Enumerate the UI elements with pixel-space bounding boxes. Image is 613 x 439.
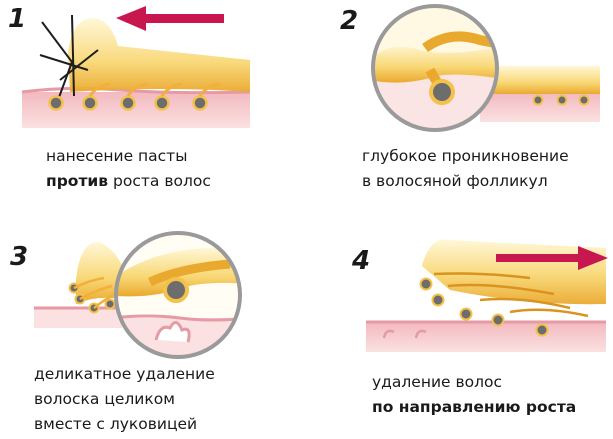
caption-line: вместе с луковицей — [34, 415, 198, 433]
step-2-illustration — [371, 4, 600, 132]
step-3-caption: деликатное удаление волоска целиком вмес… — [34, 362, 215, 437]
arrow-left-icon — [116, 6, 224, 31]
lens-ring — [371, 4, 499, 132]
step-4-illustration — [366, 239, 608, 352]
step-4-number: 4 — [352, 246, 371, 276]
step-1-number: 1 — [8, 4, 27, 34]
arrow-right-icon — [496, 246, 608, 270]
paste-layer — [480, 66, 600, 94]
hair — [39, 54, 89, 71]
follicles — [419, 277, 549, 337]
paste-layer — [76, 241, 124, 304]
follicles — [48, 95, 208, 111]
lens-ring — [114, 231, 242, 359]
hair — [71, 14, 75, 97]
skin-layer — [34, 308, 122, 328]
hair-roots — [88, 82, 221, 97]
caption-line: в волосяной фолликул — [362, 172, 548, 190]
paste-layer — [68, 18, 250, 92]
follicles — [532, 94, 590, 106]
step-3-number: 3 — [10, 242, 29, 272]
step-4-caption: удаление волос по направлению роста — [372, 370, 576, 420]
caption-line: удаление волос — [372, 373, 503, 391]
step-2-caption: глубокое проникновение в волосяной фолли… — [362, 144, 569, 194]
caption-line: нанесение пасты — [46, 147, 188, 165]
empty-follicles — [382, 329, 427, 339]
step-1-illustration — [21, 6, 251, 128]
magnifier-lens — [373, 6, 497, 130]
caption-line: против роста волос — [46, 172, 211, 190]
skin-surface — [21, 86, 251, 95]
hair-roots — [433, 272, 589, 318]
magnifier-lens — [116, 233, 240, 357]
caption-line: деликатное удаление — [34, 365, 215, 383]
step-3-illustration — [34, 231, 242, 359]
caption-line: по направлению роста — [372, 398, 577, 416]
skin-layer — [366, 322, 606, 352]
caption-line: волоска целиком — [34, 390, 175, 408]
step-1-caption: нанесение пасты против роста волос — [46, 144, 211, 194]
caption-line: глубокое проникновение — [362, 147, 569, 165]
hair — [41, 21, 74, 101]
hair — [59, 49, 99, 81]
step-2-number: 2 — [340, 6, 359, 36]
